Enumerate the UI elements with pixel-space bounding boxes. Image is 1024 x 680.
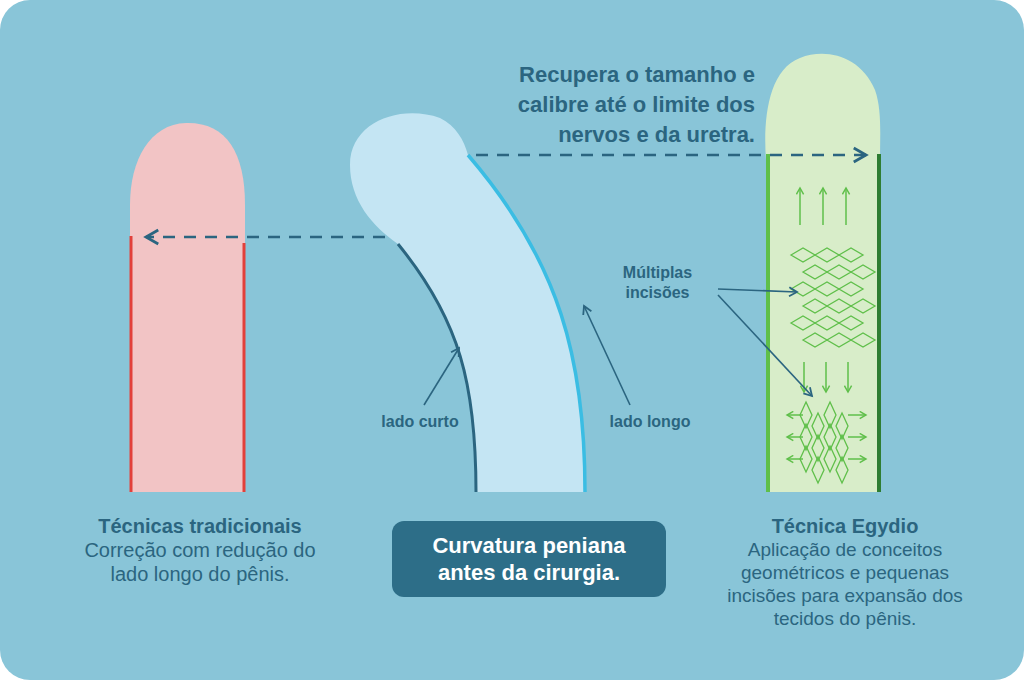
leader-line xyxy=(718,289,797,292)
short-side-expanded xyxy=(766,154,770,492)
long-side-reduced xyxy=(130,236,133,492)
expansion-arrow xyxy=(822,188,824,225)
callout-label: Múltiplas incisões xyxy=(600,263,715,303)
expansion-arrow xyxy=(825,362,827,392)
incision xyxy=(836,457,848,483)
expansion-arrow xyxy=(848,458,866,460)
incision xyxy=(851,265,875,279)
expansion-arrow xyxy=(799,188,801,225)
incision xyxy=(839,248,863,262)
panel-heading: Técnica Egydio xyxy=(690,514,1000,538)
incision xyxy=(839,282,863,296)
panel-heading: Técnicas tradicionais xyxy=(40,514,360,538)
incision xyxy=(791,282,815,296)
side-label: lado longo xyxy=(605,412,695,432)
expansion-arrow xyxy=(845,188,847,225)
long-side-line xyxy=(468,155,585,492)
dashed-arrow xyxy=(146,236,385,239)
incision xyxy=(791,248,815,262)
incision xyxy=(827,299,851,313)
side-label: lado curto xyxy=(380,412,460,432)
expansion-arrow xyxy=(787,414,803,416)
benefit-note: Recupera o tamanho e calibre até o limit… xyxy=(445,60,755,150)
caption-text: Curvatura peniana antes da cirurgia. xyxy=(404,532,654,586)
incision xyxy=(803,265,827,279)
short-side-line xyxy=(398,244,476,492)
incision xyxy=(803,333,827,347)
leader-line xyxy=(424,348,459,405)
expansion-arrow xyxy=(847,362,849,392)
incision xyxy=(839,316,863,330)
expansion-arrow xyxy=(787,458,803,460)
leader-line xyxy=(584,306,630,405)
incision-pattern xyxy=(787,188,875,483)
dashed-arrow xyxy=(476,154,866,157)
expansion-arrow xyxy=(787,436,803,438)
panel-body: Correção com redução do lado longo do pê… xyxy=(73,538,328,586)
base xyxy=(142,492,243,493)
incision xyxy=(815,282,839,296)
incision xyxy=(803,299,827,313)
incision xyxy=(791,316,815,330)
incision xyxy=(827,265,851,279)
long-side-kept xyxy=(877,154,881,492)
incision xyxy=(827,333,851,347)
caption-box: Curvatura peniana antes da cirurgia. xyxy=(392,521,666,597)
expansion-arrow xyxy=(848,436,866,438)
curved-penis xyxy=(350,113,585,492)
leader-line xyxy=(718,295,812,396)
short-side xyxy=(243,243,246,492)
incision xyxy=(824,446,836,472)
incision xyxy=(851,333,875,347)
incision xyxy=(812,457,824,483)
expansion-arrow xyxy=(848,414,866,416)
restored-penis xyxy=(765,54,880,492)
incision xyxy=(815,248,839,262)
incision xyxy=(851,299,875,313)
shortened-penis xyxy=(130,123,245,492)
panel-body: Aplicação de conceitos geométricos e peq… xyxy=(710,538,980,630)
incision xyxy=(815,316,839,330)
